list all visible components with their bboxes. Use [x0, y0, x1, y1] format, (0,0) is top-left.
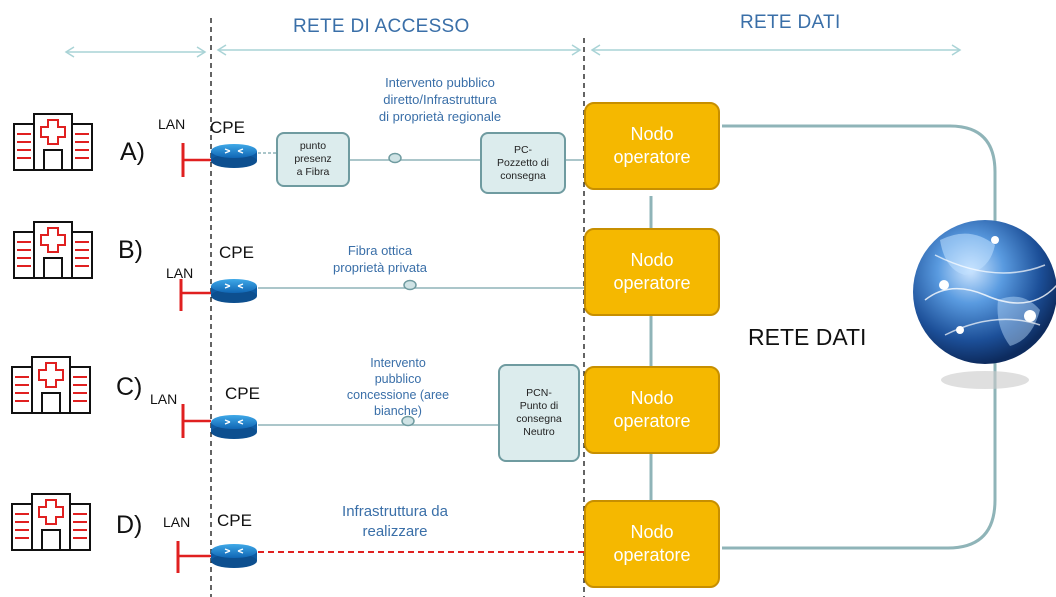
- box-line: Punto di: [519, 400, 559, 412]
- node-line: Nodo: [630, 124, 674, 144]
- splice-icon: [388, 152, 417, 427]
- node-line: Nodo: [630, 388, 674, 408]
- box-line: consegna: [500, 169, 546, 182]
- delivery-manhole-box: PC- Pozzetto di consegna: [480, 132, 566, 194]
- operator-node-c: Nodo operatore: [584, 366, 720, 454]
- fiber-presence-point-box: punto presenz a Fibra: [276, 132, 350, 187]
- data-network-label: RETE DATI: [748, 324, 867, 350]
- node-line: Nodo: [630, 522, 674, 542]
- box-line: presenz: [294, 153, 332, 165]
- box-line: PC-: [513, 143, 533, 156]
- node-line: operatore: [613, 545, 691, 565]
- lan-label-c: LAN: [150, 391, 178, 407]
- operator-node-d: Nodo operatore: [584, 500, 720, 588]
- note-line: diretto/Infrastruttura: [383, 92, 497, 107]
- neutral-delivery-point-box: PCN- Punto di consegna Neutro: [498, 364, 580, 462]
- note-line: concessione (aree: [346, 388, 450, 402]
- router-icon: [210, 543, 258, 569]
- cpe-label-a: CPE: [210, 118, 245, 137]
- note-row-a: Intervento pubblico diretto/Infrastruttu…: [345, 74, 535, 125]
- box-line: consegna: [516, 413, 562, 425]
- note-line: Fibra ottica: [347, 243, 413, 258]
- note-line: bianche): [374, 404, 422, 418]
- globe-icon: [913, 220, 1056, 389]
- note-row-c: Intervento pubblico concessione (aree bi…: [318, 355, 478, 419]
- node-line: operatore: [613, 411, 691, 431]
- box-line: Neutro: [523, 426, 555, 438]
- node-line: Nodo: [630, 250, 674, 270]
- router-icon: [210, 278, 258, 304]
- operator-node-b: Nodo operatore: [584, 228, 720, 316]
- note-line: proprietà privata: [333, 260, 427, 275]
- cpe-label-c: CPE: [225, 384, 260, 403]
- note-row-b: Fibra ottica proprietà privata: [300, 242, 460, 276]
- node-line: operatore: [613, 273, 691, 293]
- lan-label-d: LAN: [163, 514, 191, 530]
- note-line: pubblico: [374, 372, 422, 386]
- note-line: di proprietà regionale: [378, 109, 502, 124]
- lan-label-b: LAN: [166, 265, 194, 281]
- note-line: Intervento pubblico: [385, 75, 495, 90]
- header-arrows: [64, 44, 962, 58]
- operator-node-a: Nodo operatore: [584, 102, 720, 190]
- box-line: PCN-: [526, 387, 552, 399]
- node-line: operatore: [613, 147, 691, 167]
- row-letter-b: B): [118, 236, 143, 264]
- cpe-label-b: CPE: [219, 243, 254, 262]
- row-letter-c: C): [116, 373, 143, 401]
- router-icon: [210, 414, 258, 440]
- note-line: realizzare: [362, 523, 428, 540]
- hospital-icon: [11, 493, 91, 551]
- lan-label-a: LAN: [158, 116, 186, 132]
- header-access-network: RETE DI ACCESSO: [293, 16, 470, 37]
- box-line: Pozzetto di: [497, 156, 549, 169]
- hospital-icon: [11, 356, 91, 414]
- hospital-icon: [13, 113, 93, 171]
- row-letter-d: D): [116, 511, 143, 539]
- hospital-icon: [13, 221, 93, 279]
- note-line: Intervento: [370, 356, 426, 370]
- note-row-d: Infrastruttura da realizzare: [305, 502, 485, 542]
- router-icon: [210, 143, 258, 169]
- note-line: Infrastruttura da: [342, 503, 448, 520]
- row-letter-a: A): [120, 138, 145, 166]
- box-line: punto: [299, 140, 327, 152]
- header-data-network: RETE DATI: [740, 12, 841, 33]
- cpe-label-d: CPE: [217, 511, 252, 530]
- access-links: [258, 152, 584, 553]
- lan-bars: [176, 143, 211, 573]
- box-line: a Fibra: [296, 166, 330, 178]
